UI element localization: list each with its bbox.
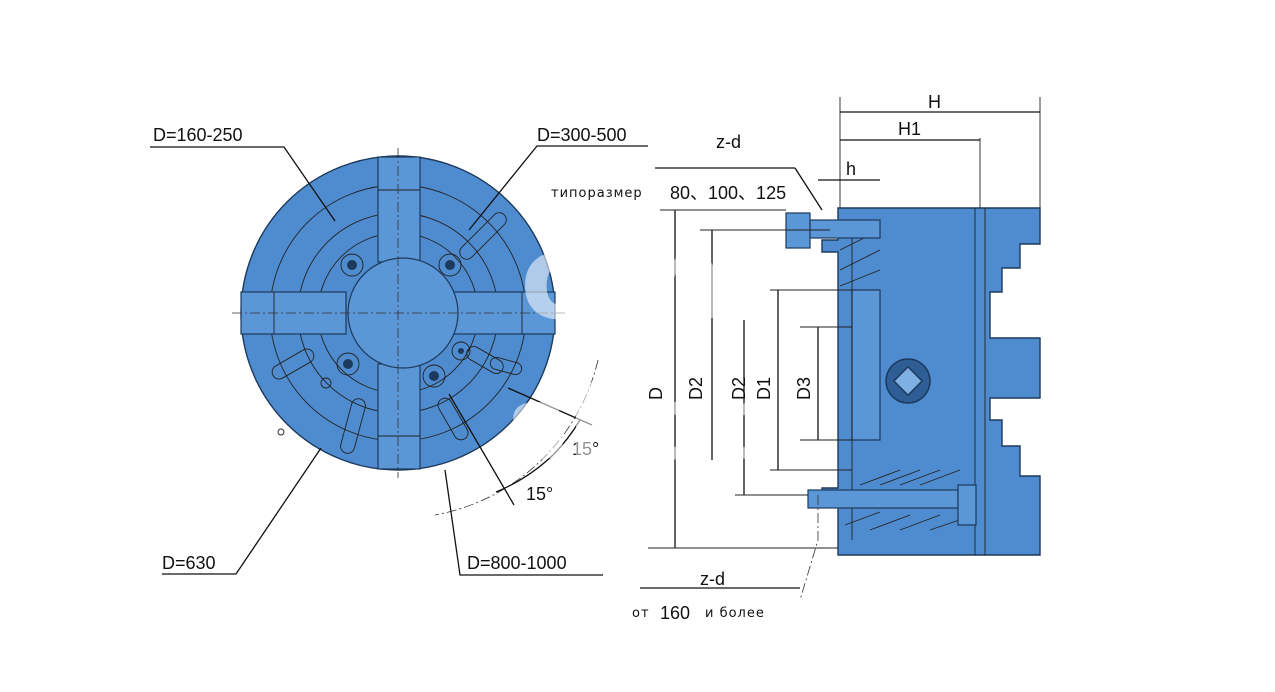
label-D3: D3 — [794, 377, 814, 400]
label-angle-1: 15° — [572, 439, 599, 459]
label-h: h — [846, 159, 856, 179]
jaw-bottom — [377, 363, 421, 470]
top-bolt-shank — [809, 219, 881, 239]
label-d300-500: D=300-500 — [537, 125, 627, 145]
top-bolt-head — [785, 212, 811, 249]
size-note-top: типоразмер 80、100、125 — [551, 183, 786, 203]
bottom-bolt-head — [957, 484, 977, 526]
size-values: 80、100、125 — [670, 183, 786, 203]
size-prefix: типоразмер — [551, 186, 643, 201]
label-zd-bottom: z-d — [700, 569, 725, 589]
dimension-lines — [640, 97, 1041, 601]
label-D2-inner: D2 — [729, 377, 749, 400]
label-d160-250: D=160-250 — [153, 125, 243, 145]
jaw-top — [377, 156, 421, 263]
bottom-bolt-shank — [807, 489, 959, 509]
label-D2-outer: D2 — [686, 377, 706, 400]
face-slots — [271, 212, 523, 454]
label-D1: D1 — [754, 377, 774, 400]
from-value: 160 — [660, 603, 690, 623]
side-view: H H1 h z-d z-d D D2 D2 D1 D3 — [640, 92, 1041, 601]
label-H1: H1 — [898, 119, 921, 139]
size-note-bottom: от 160 и более — [632, 603, 765, 623]
watermark-line2: shop — [508, 365, 779, 482]
label-D: D — [646, 387, 666, 400]
watermark-line1: om — [520, 208, 724, 346]
label-angle-2: 15° — [526, 484, 553, 504]
label-zd-top: z-d — [716, 132, 741, 152]
label-H: H — [928, 92, 941, 112]
from-suffix: и более — [705, 606, 765, 621]
label-d800-1000: D=800-1000 — [467, 553, 567, 573]
watermark: om shop — [508, 208, 779, 482]
front-view: D=160-250 D=300-500 D=630 D=800-1000 15°… — [150, 125, 648, 576]
label-d630: D=630 — [162, 553, 216, 573]
from-prefix: от — [632, 606, 650, 621]
mounting-holes — [336, 253, 471, 388]
